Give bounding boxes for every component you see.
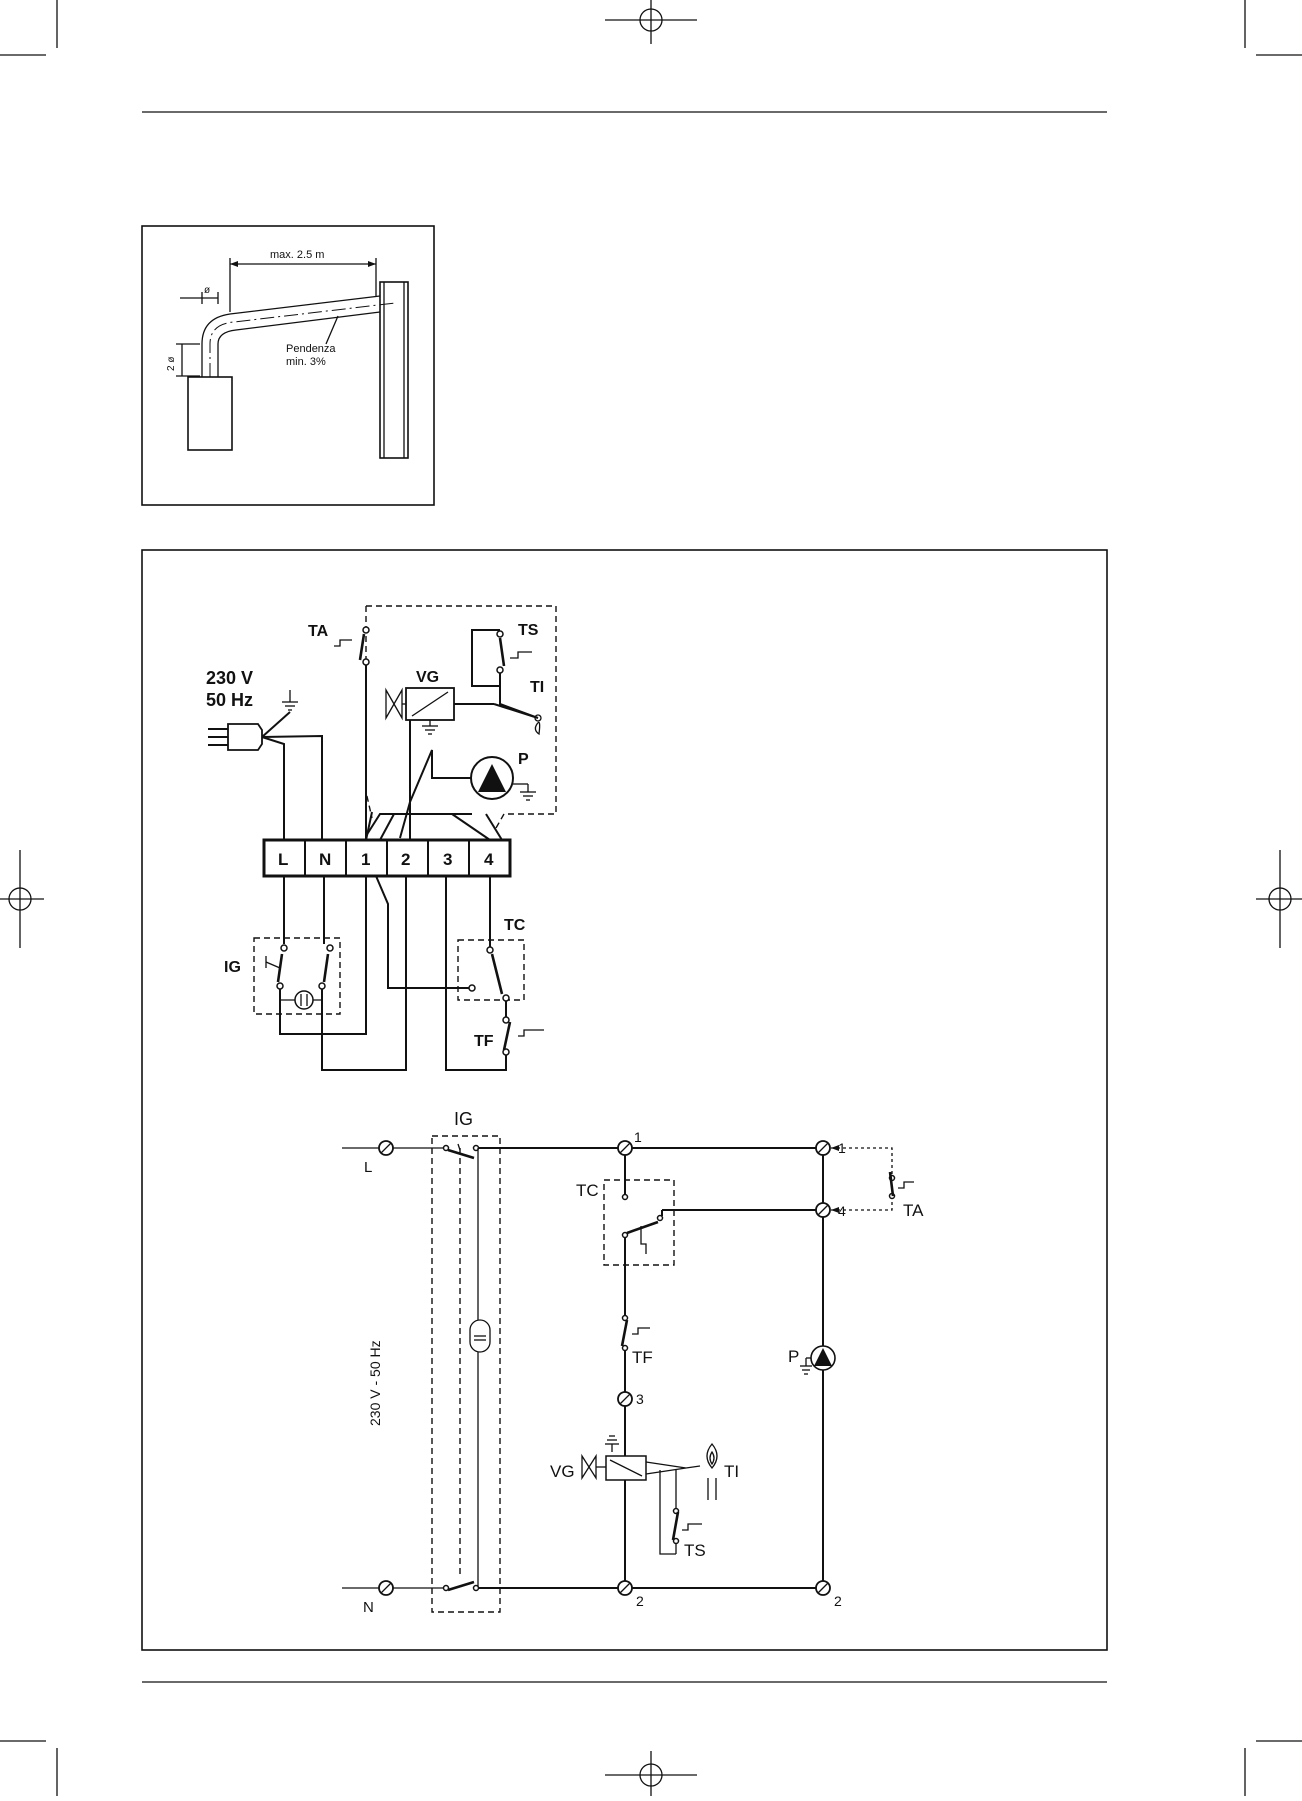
schematic-diagram: IG L 230 V - 50 Hz N 1: [342, 1109, 924, 1616]
schematic-node-2a: 2: [636, 1593, 644, 1609]
earth-symbol: [282, 690, 298, 711]
flue-figure: max. 2.5 m ø 2 ø Pendenza min. 3%: [141, 225, 435, 506]
wiring-figure-frame: [141, 549, 1108, 1651]
gas-valve-symbol: [385, 687, 403, 721]
wiring-neon-lamp: [294, 990, 314, 1010]
flue-max-length: max. 2.5 m: [270, 249, 324, 261]
schematic-label-TA: TA: [903, 1201, 924, 1220]
wiring-label-TC: TC: [504, 917, 526, 934]
schematic-node-1a: 1: [634, 1129, 642, 1145]
registration-mark-left: [0, 850, 44, 948]
schematic-label-TC: TC: [576, 1181, 599, 1200]
schematic-label-TF: TF: [632, 1348, 653, 1367]
wiring-label-TS: TS: [518, 622, 539, 639]
boiler-body: [187, 376, 233, 451]
schematic-label-VG: VG: [550, 1462, 575, 1481]
terminal-N: N: [319, 850, 331, 869]
terminal-3: 3: [443, 850, 452, 869]
schematic-label-TS: TS: [684, 1541, 706, 1560]
schematic-label-IG: IG: [454, 1109, 473, 1129]
terminal-4: 4: [484, 850, 494, 869]
schematic-node-3: 3: [636, 1391, 644, 1407]
mains-plug: [208, 723, 263, 751]
flue-figure-frame: [141, 225, 435, 506]
flue-vertical-rise: 2 ø: [166, 357, 177, 371]
registration-mark-bottom: [605, 1751, 697, 1796]
registration-mark-right: [1256, 850, 1302, 948]
schematic-supply-label: 230 V - 50 Hz: [367, 1340, 383, 1426]
terminal-2: 2: [401, 850, 410, 869]
schematic-label-P: P: [788, 1347, 799, 1366]
wiring-label-TA: TA: [308, 623, 329, 640]
flue-diameter-symbol: ø: [204, 285, 210, 296]
schematic-node-4: 4: [838, 1203, 846, 1219]
terminal-1: 1: [361, 850, 370, 869]
schematic-label-TI: TI: [724, 1462, 739, 1481]
terminal-block: L N 1 2 3 4: [262, 838, 512, 878]
wiring-label-IG: IG: [224, 959, 241, 976]
schematic-node-2b: 2: [834, 1593, 842, 1609]
supply-frequency-label: 50 Hz: [206, 690, 253, 710]
wiring-label-TI: TI: [530, 679, 544, 696]
schematic-label-L: L: [364, 1159, 372, 1176]
flue-slope-value: min. 3%: [286, 356, 326, 368]
wiring-label-VG: VG: [416, 669, 439, 686]
schematic-node-1b: 1: [838, 1140, 846, 1156]
registration-mark-top: [605, 0, 697, 44]
supply-voltage-label: 230 V: [206, 668, 253, 688]
wiring-label-P: P: [518, 751, 529, 768]
wiring-diagram: 230 V 50 Hz L N 1 2 3 4: [206, 605, 557, 1071]
wiring-label-TF: TF: [474, 1033, 494, 1050]
terminal-L: L: [278, 850, 288, 869]
schematic-label-N: N: [363, 1599, 374, 1616]
flue-slope-label: Pendenza: [286, 343, 336, 355]
chimney: [379, 281, 409, 459]
